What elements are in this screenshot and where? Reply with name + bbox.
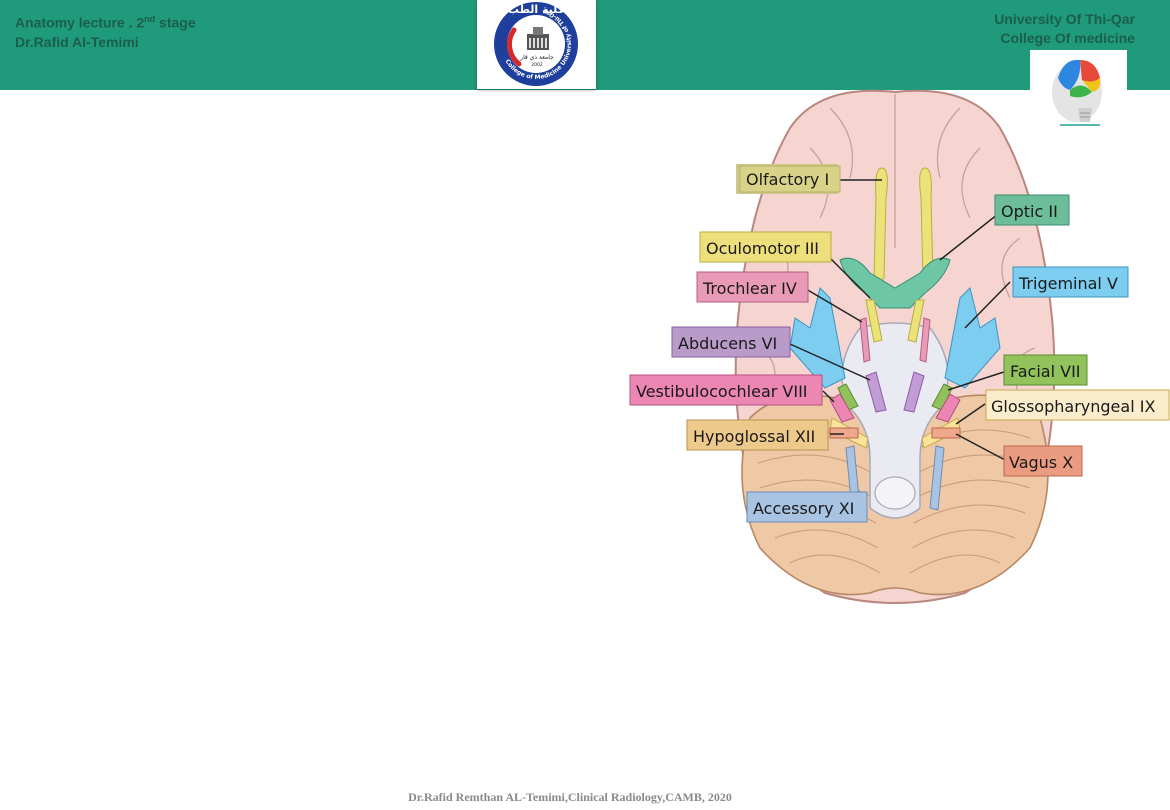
label-leader-lines: [789, 179, 1011, 507]
lecturer-name: Dr.Rafid Al-Temimi: [15, 33, 139, 50]
svg-text:Optic II: Optic II: [1001, 202, 1058, 221]
svg-text:Facial VII: Facial VII: [1010, 362, 1081, 381]
label-hypoglossal: Hypoglossal XII: [686, 419, 829, 451]
label-olfactory: Olfactory I: [736, 164, 841, 194]
svg-text:Vagus X: Vagus X: [1009, 453, 1073, 472]
logo-arabic-university: جامعة ذي قار: [519, 54, 554, 61]
label-optic: Optic II: [994, 194, 1070, 226]
label-trigeminal: Trigeminal V: [1012, 266, 1129, 298]
university-name: University Of Thi-Qar: [994, 11, 1135, 27]
svg-text:Trigeminal V: Trigeminal V: [1018, 274, 1118, 293]
trochlear-nerves: [859, 317, 931, 363]
cranial-nerves-diagram: Olfactory I Optic II Oculomotor III Troc…: [620, 88, 1170, 613]
label-glossopharyngeal: Glossopharyngeal IX: [985, 389, 1170, 421]
abducens-nerves: [865, 371, 925, 413]
building-icon: [527, 27, 549, 50]
svg-text:Oculomotor III: Oculomotor III: [706, 239, 819, 258]
lecture-title: Anatomy lecture . 2nd stage: [15, 14, 196, 31]
label-vestibulocochlear: Vestibulocochlear VIII: [629, 374, 823, 406]
optic-chiasm: [839, 257, 951, 309]
college-name: College Of medicine: [1000, 30, 1135, 46]
svg-text:Vestibulocochlear VIII: Vestibulocochlear VIII: [636, 382, 808, 401]
svg-text:Accessory XI: Accessory XI: [753, 499, 854, 518]
facial-vestibulocochlear-nerves: [829, 383, 961, 423]
logo-arabic-title: كلية الطب: [508, 3, 565, 16]
svg-text:Hypoglossal XII: Hypoglossal XII: [693, 427, 815, 446]
lecture-info: Anatomy lecture . 2nd stage Dr.Rafid Al-…: [15, 10, 196, 52]
svg-text:Abducens VI: Abducens VI: [678, 334, 777, 353]
label-accessory: Accessory XI: [746, 491, 868, 523]
label-vagus: Vagus X: [1003, 445, 1083, 477]
oculomotor-nerves: [865, 299, 925, 343]
olfactory-bulbs: [873, 167, 934, 282]
svg-text:Olfactory I: Olfactory I: [746, 170, 829, 189]
label-oculomotor: Oculomotor III: [699, 231, 832, 263]
svg-text:Trochlear IV: Trochlear IV: [702, 279, 797, 298]
label-abducens: Abducens VI: [671, 326, 791, 358]
institution-info: University Of Thi-Qar College Of medicin…: [994, 10, 1135, 48]
footer-credit: Dr.Rafid Remthan AL-Temimi,Clinical Radi…: [408, 790, 732, 804]
brain-skull-icon: [1030, 50, 1127, 136]
svg-text:Glossopharyngeal IX: Glossopharyngeal IX: [991, 397, 1155, 416]
logo-year: 2002: [531, 62, 543, 68]
label-facial: Facial VII: [1003, 354, 1088, 386]
label-trochlear: Trochlear IV: [696, 271, 809, 303]
college-logo: College of Medicine University of Thi-Qa…: [477, 0, 596, 89]
